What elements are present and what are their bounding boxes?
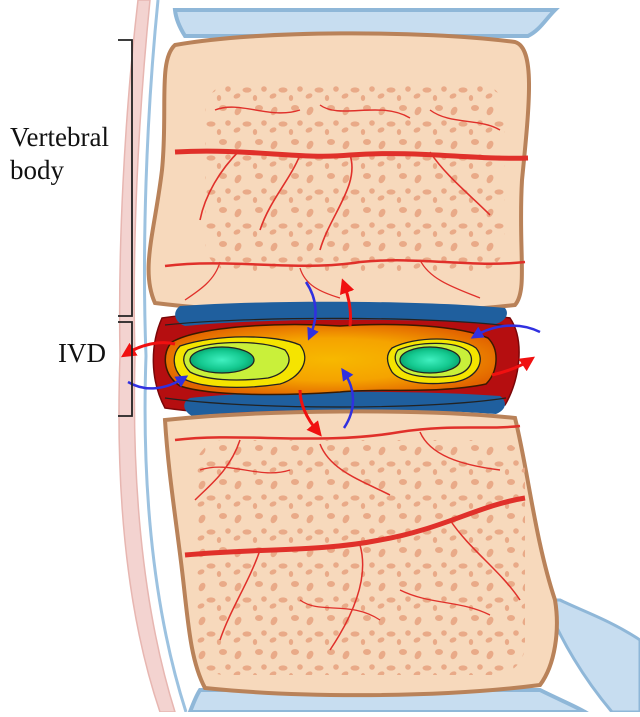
upper-vertebral-body — [149, 33, 529, 313]
lower-vertebral-body — [165, 411, 557, 695]
vertebral-body-label-line2: body — [10, 153, 64, 187]
hotspot-left — [190, 347, 254, 373]
intervertebral-disc — [153, 302, 519, 417]
ivd-label: IVD — [58, 336, 106, 370]
hotspot-right — [400, 347, 460, 373]
adjacent-blue-edge — [545, 600, 640, 712]
vertebral-body-label-line1: Vertebral — [10, 120, 109, 154]
